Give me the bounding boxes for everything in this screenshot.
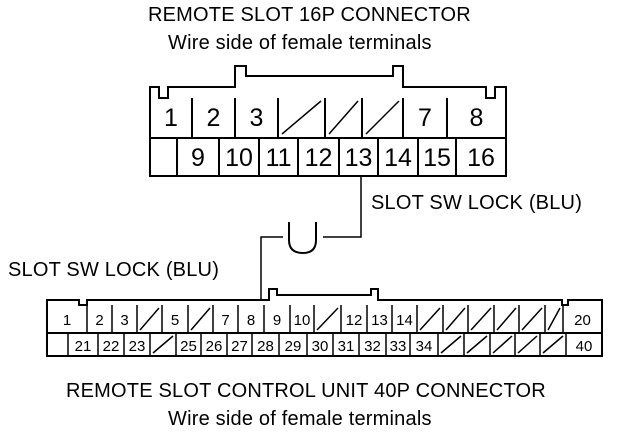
- top-connector-subtitle: Wire side of female terminals: [168, 32, 432, 54]
- top-pin-9: 9: [191, 144, 205, 172]
- bottom-row1-empty-cavity-slash: [316, 307, 339, 331]
- top-pin-13: 13: [345, 144, 373, 172]
- bottom-row2-empty-cavity-slash: [542, 335, 564, 354]
- top-pin-11: 11: [266, 144, 292, 172]
- bottom-connector-body: [46, 288, 603, 357]
- bottom-pin-9: 9: [273, 312, 281, 329]
- bottom-pin-5: 5: [171, 312, 179, 329]
- bottom-connector-subtitle: Wire side of female terminals: [168, 408, 432, 430]
- bottom-row1-empty-cavity-slash: [419, 307, 441, 331]
- top-pin-16: 16: [467, 144, 495, 172]
- top-pin-7: 7: [418, 104, 432, 132]
- top-pin-12: 12: [305, 144, 333, 172]
- bottom-pin-25: 25: [180, 338, 197, 355]
- top-pin-2: 2: [207, 104, 221, 132]
- bottom-row2-empty-cavity-slash: [152, 335, 174, 354]
- bottom-pin-30: 30: [312, 338, 329, 355]
- top-pin-8: 8: [470, 104, 484, 132]
- bottom-pin-8: 8: [247, 312, 255, 329]
- bottom-pin-10: 10: [294, 312, 311, 329]
- bottom-row2-empty-cavity-slash: [517, 335, 538, 354]
- top-connector-title: REMOTE SLOT 16P CONNECTOR: [148, 4, 471, 26]
- wire-upper-segment: [323, 176, 362, 238]
- top-pin-3: 3: [250, 104, 264, 132]
- bottom-pin-29: 29: [285, 338, 302, 355]
- bottom-row2-empty-cavity-slash: [466, 335, 488, 354]
- bottom-connector-title: REMOTE SLOT CONTROL UNIT 40P CONNECTOR: [66, 380, 546, 402]
- bottom-pin-28: 28: [257, 338, 274, 355]
- bottom-pin-32: 32: [364, 338, 381, 355]
- top-pin-1: 1: [164, 104, 178, 132]
- bottom-pin-2: 2: [95, 312, 103, 329]
- top-pin-10: 10: [225, 144, 253, 172]
- bottom-pin-33: 33: [390, 338, 407, 355]
- top-empty-cavity-slash: [328, 100, 359, 135]
- top-pin-14: 14: [384, 144, 412, 172]
- bottom-pin-22: 22: [103, 338, 120, 355]
- bottom-pin-26: 26: [206, 338, 223, 355]
- wire-lower-segment: [260, 236, 283, 300]
- bottom-pin-27: 27: [231, 338, 248, 355]
- bottom-row1-empty-cavity-slash: [521, 307, 543, 331]
- wire-label-upper: SLOT SW LOCK (BLU): [371, 192, 583, 214]
- bottom-row1-empty-cavity-slash: [190, 307, 211, 331]
- bottom-pin-40: 40: [576, 338, 593, 355]
- wire-junction-connector: [288, 222, 317, 255]
- bottom-row1-empty-cavity-slash: [547, 307, 561, 331]
- bottom-pin-21: 21: [75, 338, 92, 355]
- bottom-pin-13: 13: [371, 312, 388, 329]
- bottom-pin-23: 23: [129, 338, 146, 355]
- bottom-pin-31: 31: [338, 338, 355, 355]
- top-pin-15: 15: [423, 144, 451, 172]
- bottom-row1-empty-cavity-slash: [496, 307, 517, 331]
- bottom-row1-empty-cavity-slash: [445, 307, 466, 331]
- bottom-row2-empty-cavity-slash: [492, 335, 513, 354]
- bottom-pin-34: 34: [416, 338, 433, 355]
- bottom-pin-20: 20: [574, 312, 591, 329]
- bottom-pin-14: 14: [396, 312, 413, 329]
- top-empty-cavity-slash: [281, 100, 322, 135]
- bottom-row2-empty-cavity-slash: [440, 335, 462, 354]
- bottom-pin-1: 1: [63, 312, 71, 329]
- top-empty-cavity-slash: [365, 100, 400, 135]
- bottom-row1-empty-cavity-slash: [139, 307, 160, 331]
- wire-label-lower: SLOT SW LOCK (BLU): [8, 259, 220, 281]
- bottom-row1-empty-cavity-slash: [470, 307, 492, 331]
- bottom-pin-12: 12: [346, 312, 363, 329]
- bottom-pin-3: 3: [120, 312, 128, 329]
- top-connector-body: [149, 65, 507, 177]
- slot-sw-lock-wire: [260, 176, 362, 300]
- bottom-pin-7: 7: [221, 312, 229, 329]
